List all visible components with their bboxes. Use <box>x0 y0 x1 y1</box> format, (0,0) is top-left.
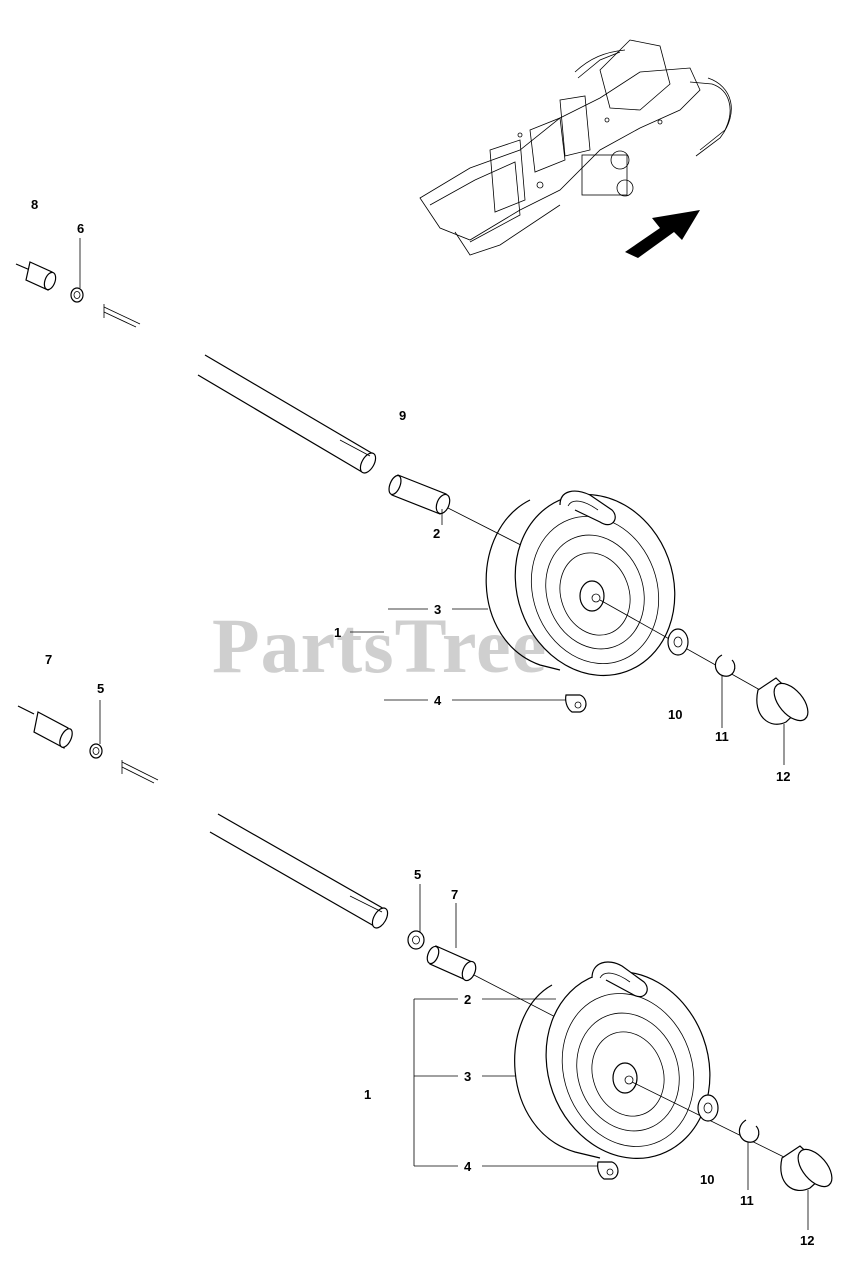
lower-spacer-7 <box>426 945 477 982</box>
label-item-2-lower: 2 <box>464 992 471 1007</box>
label-item-2: 2 <box>433 526 440 541</box>
label-item-3: 3 <box>434 602 441 617</box>
label-item-7: 7 <box>451 887 458 902</box>
label-item-11-lower: 11 <box>740 1193 754 1208</box>
label-item-5-detail: 5 <box>97 681 104 696</box>
label-item-4-lower: 4 <box>464 1159 472 1174</box>
label-item-9: 9 <box>399 408 406 423</box>
lower-valve-4 <box>597 1161 619 1180</box>
upper-spacer <box>388 474 451 515</box>
upper-valve-4 <box>565 694 587 713</box>
pointer-arrow-icon <box>625 210 700 258</box>
lower-washer-10 <box>697 1094 719 1122</box>
label-item-7-detail: 7 <box>45 652 52 667</box>
label-item-4: 4 <box>434 693 442 708</box>
tractor-frame-icon <box>419 39 732 256</box>
lower-washer-5 <box>407 930 425 950</box>
lower-clip-11 <box>738 1119 760 1143</box>
label-item-12: 12 <box>776 769 790 784</box>
label-item-11: 11 <box>715 729 729 744</box>
upper-washer-10 <box>667 628 689 656</box>
lower-cap-12 <box>780 1145 833 1192</box>
label-item-1: 1 <box>334 625 341 640</box>
lower-axle <box>209 813 389 929</box>
label-item-10: 10 <box>668 707 682 722</box>
upper-axle <box>197 354 377 474</box>
label-item-1-lower: 1 <box>364 1087 371 1102</box>
lower-shaft-detail <box>17 705 159 784</box>
label-item-3-lower: 3 <box>464 1069 471 1084</box>
watermark: PartsTree <box>212 602 547 689</box>
lower-wheel <box>514 961 711 1159</box>
upper-cap-12 <box>756 677 809 725</box>
upper-wheel <box>485 490 676 677</box>
upper-shaft-detail <box>15 261 141 328</box>
label-item-6: 6 <box>77 221 84 236</box>
upper-clip-11 <box>714 654 736 677</box>
label-item-8: 8 <box>31 197 38 212</box>
label-item-10-lower: 10 <box>700 1172 714 1187</box>
label-item-12-lower: 12 <box>800 1233 814 1248</box>
label-item-5: 5 <box>414 867 421 882</box>
